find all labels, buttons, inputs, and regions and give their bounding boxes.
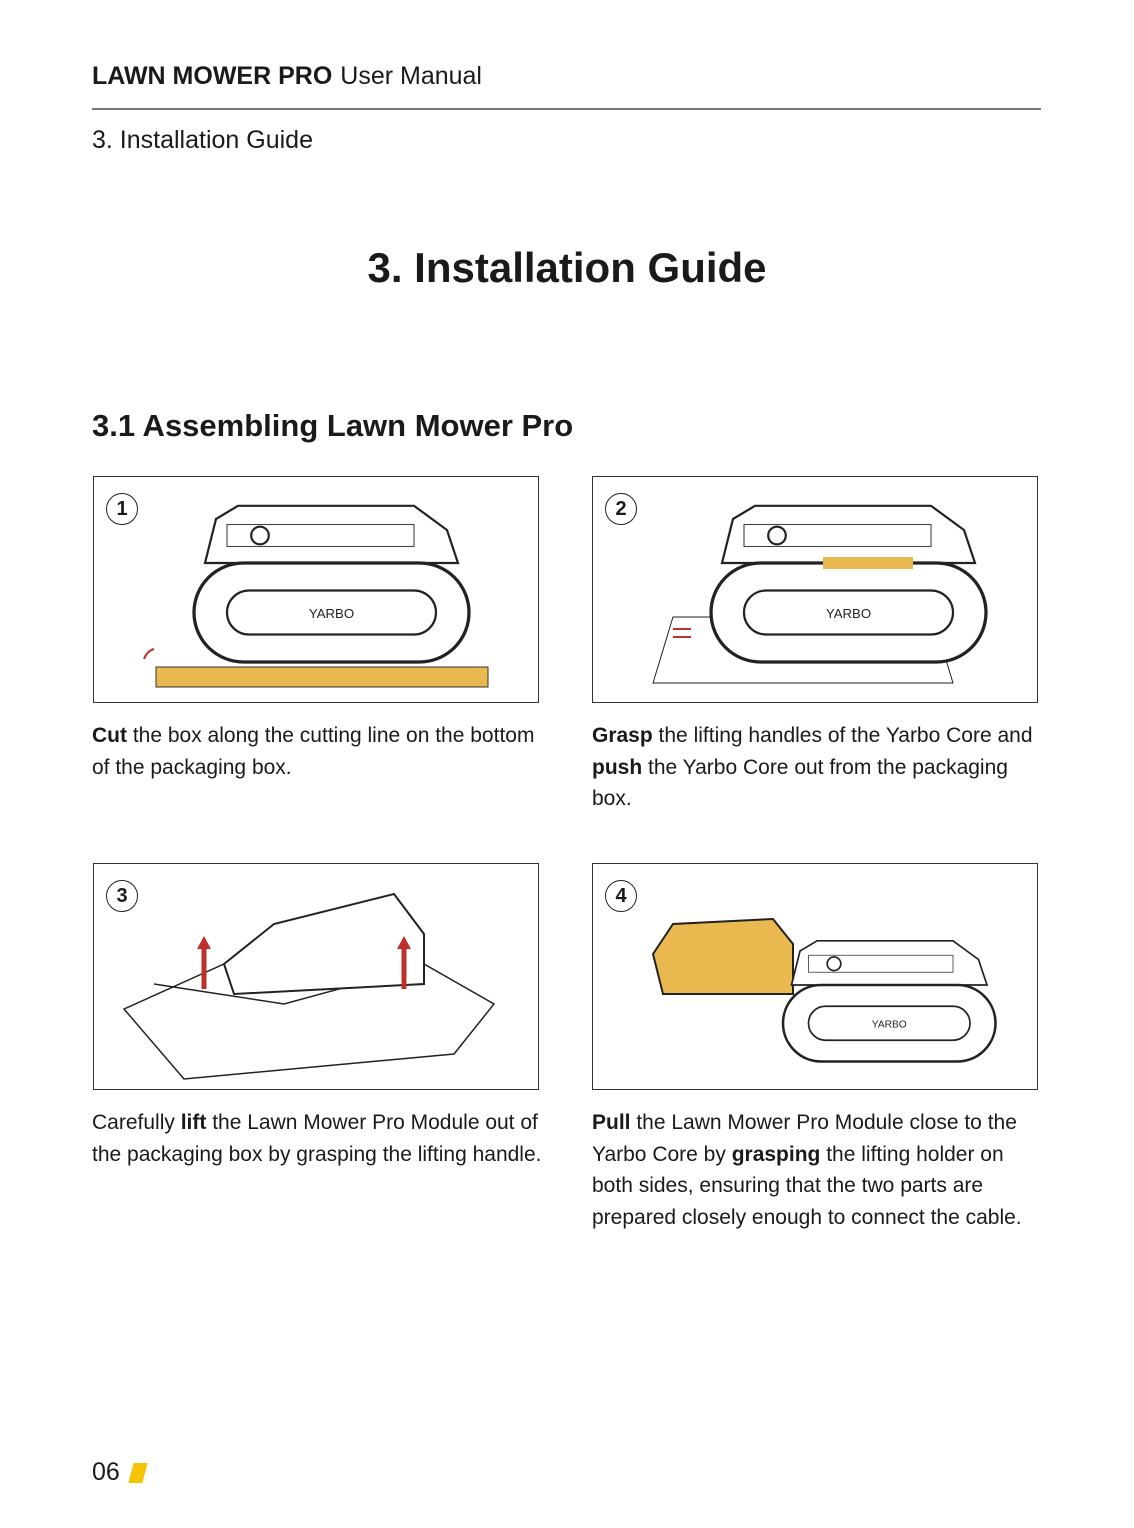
svg-text:YARBO: YARBO	[826, 606, 871, 621]
step-3-caption: Carefully lift the Lawn Mower Pro Module…	[92, 1107, 542, 1170]
step-number-badge: 3	[106, 880, 138, 912]
caption-text: the lifting holder on both sides, ensuri…	[592, 1142, 1022, 1229]
emphasis-text: Grasp	[592, 724, 653, 747]
emphasis-text: Pull	[592, 1111, 631, 1134]
caption-text: the box along the cutting line on the bo…	[92, 724, 535, 779]
step-4-caption: Pull the Lawn Mower Pro Module close to …	[592, 1107, 1042, 1233]
step-number-badge: 2	[605, 493, 637, 525]
caption-text: the lifting handles of the Yarbo Core an…	[652, 724, 1033, 747]
header-divider	[92, 108, 1041, 110]
svg-text:YARBO: YARBO	[872, 1020, 907, 1031]
step-2-caption: Grasp the lifting handles of the Yarbo C…	[592, 720, 1042, 815]
page-number: 06	[92, 1458, 120, 1486]
svg-text:YARBO: YARBO	[309, 606, 354, 621]
step-number-badge: 1	[106, 493, 138, 525]
caption-text: Carefully	[92, 1111, 181, 1134]
step-1-caption: Cut the box along the cutting line on th…	[92, 720, 542, 783]
page-accent-mark	[128, 1463, 148, 1483]
step-1-illustration-panel: YARBO 1	[93, 476, 539, 703]
caption-text: the Lawn Mower Pro Module out of the pac…	[92, 1111, 542, 1166]
caption-text: the Lawn Mower Pro Module close to the Y…	[592, 1111, 1017, 1166]
manual-subtitle: User Manual	[340, 62, 482, 90]
section-heading: 3.1 Assembling Lawn Mower Pro	[92, 408, 574, 443]
step-4-illustration-panel: YARBO 4	[592, 863, 1038, 1090]
emphasis-text: lift	[180, 1111, 207, 1134]
step-illustration	[122, 892, 496, 1080]
mower-illustration: YARBO	[709, 504, 988, 664]
step-illustration: YARBO	[143, 504, 489, 688]
breadcrumb: 3. Installation Guide	[92, 126, 313, 154]
step-illustration: YARBO	[651, 917, 997, 1063]
step-3-illustration-panel: 3	[93, 863, 539, 1090]
page-title: 3. Installation Guide	[367, 244, 767, 291]
mower-illustration: YARBO	[192, 504, 471, 664]
emphasis-text: push	[592, 755, 643, 779]
step-number-badge: 4	[605, 880, 637, 912]
step-illustration: YARBO	[652, 504, 988, 684]
step-2-illustration-panel: YARBO 2	[592, 476, 1038, 703]
emphasis-text: grasping	[731, 1142, 821, 1166]
product-name: LAWN MOWER PRO	[92, 62, 333, 90]
emphasis-text: Cut	[92, 724, 127, 747]
mower-illustration: YARBO	[781, 939, 997, 1063]
caption-text: the Yarbo Core out from the packaging bo…	[592, 755, 1008, 811]
